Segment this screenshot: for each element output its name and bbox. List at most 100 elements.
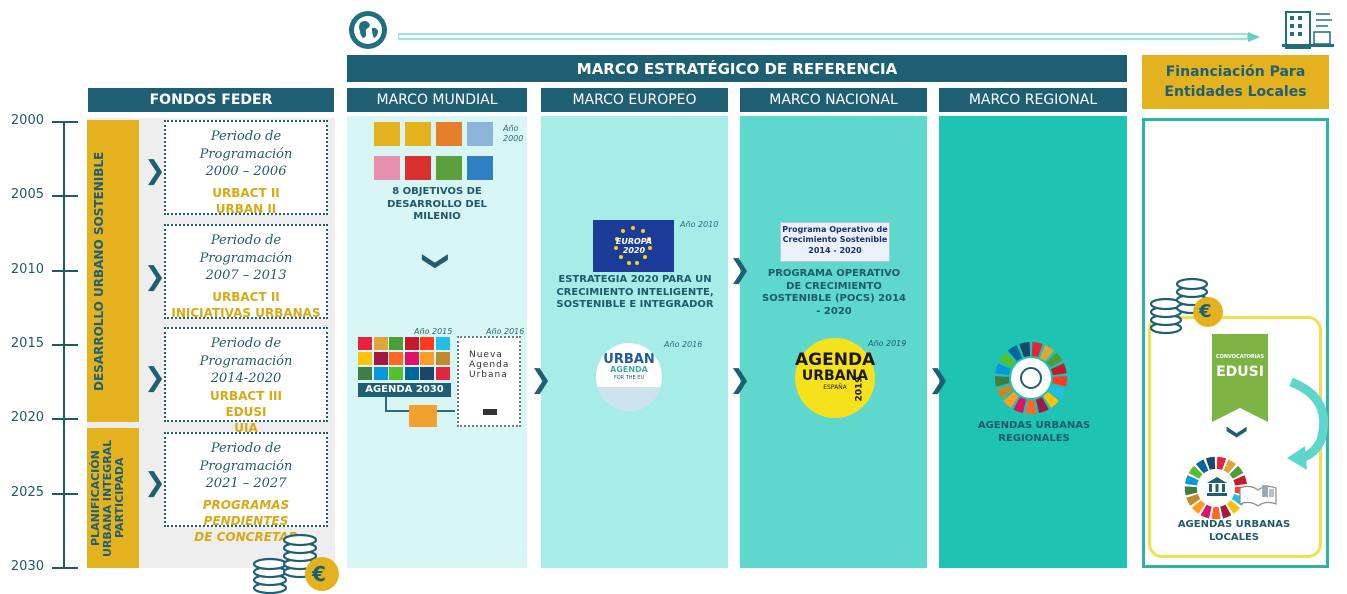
sdg-tile [373,352,388,365]
network-hub-icon [1020,367,1042,389]
europa-2020-text: EUROPA 2020 [615,237,653,255]
sdg-wheel-segment [1043,391,1059,408]
period-title: Periodo de Programación [199,233,293,266]
coins-icon: € [1148,277,1228,336]
band-planificacion: PLANIFICACIÓN URBANA INTEGRAL PARTICIPAD… [87,428,139,568]
year-tick [52,567,78,569]
coins-icon: € [250,533,340,594]
chevron-down-icon: ❯ [1226,423,1251,441]
year-tick-label: 2015 [10,336,44,351]
sdg-tile [420,337,434,350]
urban-agenda-eu-logo: URBAN AGENDA FOR THE EU [596,343,662,411]
book-icon [1238,482,1278,508]
agenda-urbana-espanola-logo: AGENDA URBANA ESPAÑA 2019 [795,338,875,418]
tab-marco-europeo: MARCO EUROPEO [541,88,728,112]
agenda-2030-graphic: AGENDA 2030 [358,337,451,397]
sdg-wheel-segment [1223,459,1237,474]
band-desarrollo-urbano: DESARROLLO URBANO SOSTENIBLE [87,120,139,422]
period-years: 2007 – 2013 [205,268,287,284]
year-label: Año 2000 [503,124,524,143]
sdg-tile [435,337,450,350]
year-tick [52,195,78,197]
year-tick [52,270,78,272]
agenda-2030-label: AGENDA 2030 [358,383,451,397]
band-planificacion-label: PLANIFICACIÓN URBANA INTEGRAL PARTICIPAD… [89,439,127,557]
sdg-wheel-segment [999,352,1016,368]
sdg-wheel-segment [1186,493,1201,506]
pocs-line: Programa Operativo de [782,225,888,234]
program-name: DE CONCRETAR [194,530,298,545]
band-desarrollo-label: DESARROLLO URBANO SOSTENIBLE [92,151,106,391]
timeline-arrow [397,27,1260,42]
sdg-wheel-segment [1233,475,1247,486]
year-label: Año 2010 [680,220,719,229]
sdg-tile [389,337,403,350]
period-title: Periodo de Programación [199,441,293,474]
year-tick [52,493,78,495]
sdg-wheel-segment [1046,352,1063,368]
pocs-caption: PROGRAMA OPERATIVO DE CRECIMIENTO SOSTEN… [762,268,906,317]
sdg-wheel-segment [1007,344,1023,362]
sdg-tile [389,352,403,365]
sdg-tile [358,352,372,365]
sdg-wheel-segment [1185,475,1199,486]
sdg-wheel-segment [1052,376,1067,387]
sdg-wheel-segment [1049,384,1066,399]
year-label: Año 2015 [414,327,453,336]
town-hall-icon [1206,476,1228,496]
urban-agenda-title: URBAN [603,352,655,367]
connector-line [437,410,455,412]
sdg-tile [420,352,434,365]
chevron-right-icon: ❯ [144,262,166,292]
sdg-wheel-icon [1183,455,1249,521]
year-2019-mark: 2019 [854,376,865,402]
odm-icons-grid [374,122,500,182]
sdg-tile [404,367,419,380]
period-box: Periodo de Programación 2007 – 2013 URBA… [164,224,328,320]
sdg11-tile [409,405,437,427]
sdg-wheel-segment [1031,342,1043,358]
period-title: Periodo de Programación [199,129,293,162]
agendas-locales-caption: AGENDAS URBANAS LOCALES [1177,519,1291,543]
sdg-wheel-segment [996,384,1013,399]
espana-word: ESPAÑA [823,384,847,392]
year-tick-label: 2000 [10,113,44,128]
tab-marco-nacional: MARCO NACIONAL [740,88,927,112]
curved-arrow-icon [1285,377,1335,473]
year-tick [52,121,78,123]
euro-icon: € [312,562,326,586]
building-icon [1280,6,1338,50]
sdg-wheel-segment [1195,459,1209,474]
sdg-tile [389,367,403,380]
year-tick-label: 2030 [10,559,44,574]
euro-icon: € [1199,301,1212,322]
estrategia-2020-caption: ESTRATEGIA 2020 PARA UN CRECIMIENTO INTE… [556,274,714,310]
year-label: Año 2016 [486,327,525,336]
program-name: URBACT II [212,185,280,200]
chevron-down-icon: ❯ [420,250,451,272]
connector-line [385,397,387,411]
sdg-wheel-segment [1216,456,1227,470]
sdg-wheel-segment [1035,397,1049,414]
ribbon-big: EDUSI [1216,364,1264,380]
year-tick-label: 2010 [10,262,44,277]
sdg-wheel-segment [1226,500,1241,514]
year-tick [52,344,78,346]
year-tick-label: 2005 [10,187,44,202]
nau-line: Agenda [469,360,510,370]
sdg-wheel-segment [1220,504,1232,519]
period-years: 2000 – 2006 [205,164,287,180]
year-label: Año 2016 [664,340,703,349]
tab-marco-mundial: MARCO MUNDIAL [347,88,527,112]
agendas-regionales-caption: AGENDAS URBANAS REGIONALES [977,420,1091,444]
sdg-wheel-segment [1019,342,1031,358]
sdg-wheel-segment [1013,397,1027,414]
year-tick [52,418,78,420]
sdg-tile [420,367,434,380]
urbana-word: URBANA [801,368,869,384]
sdg-wheel-segment [995,376,1010,387]
connector-line [385,410,409,412]
sdg-tile [358,367,372,380]
sdg-wheel-segment [1229,465,1244,479]
period-years: 2014-2020 [210,371,282,387]
